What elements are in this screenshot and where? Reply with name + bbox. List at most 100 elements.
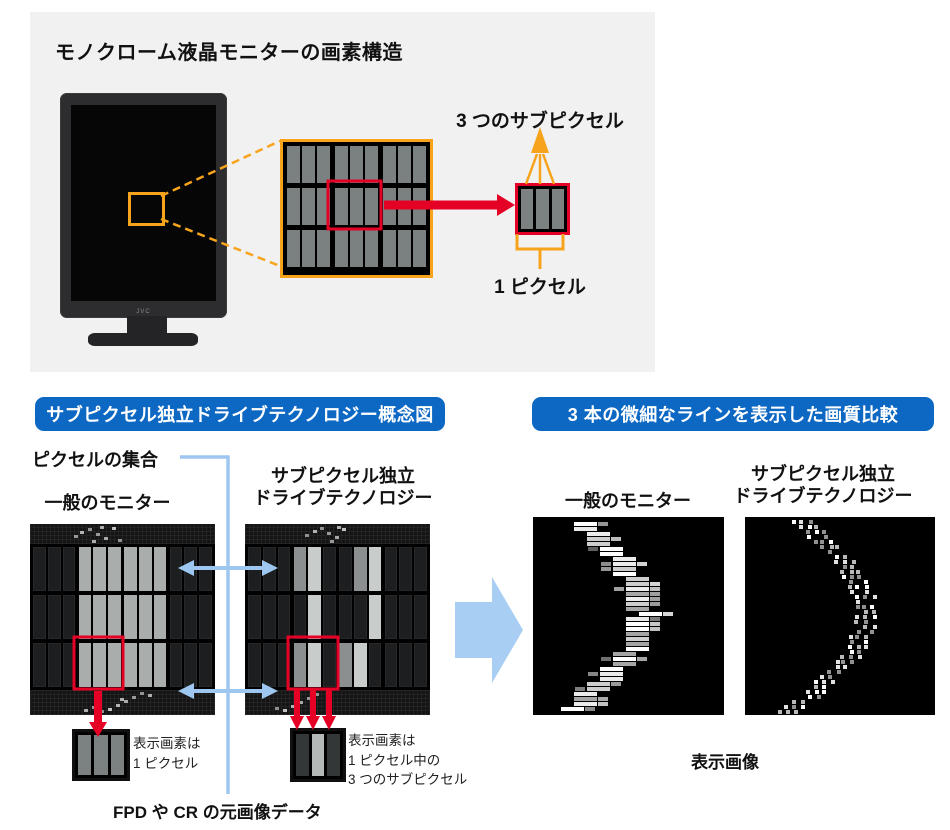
subpixel-cell (138, 643, 152, 687)
subpixel-cell (277, 643, 291, 687)
subpixel-bar (551, 189, 564, 229)
subpixel-cell (33, 595, 46, 639)
subpixel-cell (323, 595, 336, 639)
label-one-pixel: 1 ピクセル (494, 277, 586, 298)
subpixel-cell (384, 595, 398, 639)
subpixel-cell (383, 188, 396, 225)
pixel-texture-strip (245, 524, 430, 544)
subpixel-cell (317, 230, 330, 267)
caption-displayed-image: 表示画像 (691, 753, 759, 772)
subpixel-cell (78, 595, 92, 639)
result-pixel-box-subpixel (290, 728, 346, 782)
subpixel-cell (323, 643, 336, 687)
subpixel-cell (384, 643, 398, 687)
subpixel-bar (521, 189, 534, 229)
subpixel-cell (262, 595, 276, 639)
subpixel-cell (124, 643, 137, 687)
subpixel-cell (277, 595, 291, 639)
subpixel-cell (33, 643, 46, 687)
subpixel-cell (199, 547, 212, 591)
subpixel-cell (93, 595, 107, 639)
subpixel-cell (293, 643, 307, 687)
magnified-pixel-grid (280, 139, 433, 278)
pixel-texture-strip (245, 690, 430, 715)
subpixel-cell (353, 595, 367, 639)
subpixel-cell (108, 643, 121, 687)
subpixel-cell (368, 643, 382, 687)
subpixel-cell (414, 547, 427, 591)
jagged-line-image (533, 517, 724, 715)
subpixel-cell (108, 547, 121, 591)
result-pixel-box-general (72, 729, 130, 781)
subpixel-cell (277, 547, 291, 591)
subpixel-cell (413, 230, 426, 267)
subpixel-cell (399, 643, 413, 687)
comparison-section-badge: 3 本の微細なラインを表示した画質比較 (532, 397, 934, 431)
subpixel-cell (339, 643, 352, 687)
section-transition-arrow (455, 577, 523, 683)
subpixel-cell (199, 595, 212, 639)
subpixel-cell (153, 547, 167, 591)
subpixel-cell (350, 188, 363, 225)
subpixel-cell (335, 146, 348, 183)
subpixel-cell (124, 595, 137, 639)
subpixel-cell (93, 643, 107, 687)
subpixel-cell (262, 547, 276, 591)
subpixel-cell (365, 188, 378, 225)
subpixel-cell (124, 547, 137, 591)
subpixel-cell (335, 230, 348, 267)
monitor-stand-neck (127, 316, 167, 335)
subpixel-cell (138, 595, 152, 639)
subpixel-cell (350, 146, 363, 183)
subpixel-cell (335, 188, 348, 225)
subpixel-cell (350, 230, 363, 267)
subpixel-cell (169, 547, 183, 591)
concept-grid-subpixel-drive (245, 524, 430, 715)
subpixel-cell (62, 643, 76, 687)
subpixel-cell (47, 643, 61, 687)
subpixel-cell (287, 188, 300, 225)
subpixel-cell (384, 547, 398, 591)
subpixel-cell (47, 547, 61, 591)
concept-label-general-monitor: 一般のモニター (44, 493, 171, 513)
subpixel-cell (302, 188, 315, 225)
subpixel-cell (414, 595, 427, 639)
subpixel-cell (317, 188, 330, 225)
monitor-logo: JVC (136, 309, 151, 315)
subpixel-cell (383, 146, 396, 183)
label-source-image-data: FPD や CR の元画像データ (113, 803, 322, 822)
subpixel-cell (293, 547, 307, 591)
subpixel-cell (33, 547, 46, 591)
subpixel-cell (353, 547, 367, 591)
subpixel-cell (153, 595, 167, 639)
smooth-line-image (745, 517, 935, 715)
subpixel-cell (248, 643, 261, 687)
monitor-illustration: JVC (60, 93, 227, 318)
subpixel-cell (308, 595, 322, 639)
comparison-label-general-monitor: 一般のモニター (565, 491, 691, 511)
subpixel-cell (93, 547, 107, 591)
subpixel-cell (184, 643, 198, 687)
subpixel-cell (62, 595, 76, 639)
subpixel-cell (308, 547, 322, 591)
subpixel-cell (339, 595, 352, 639)
subpixel-cell (368, 547, 382, 591)
subpixel-cell (184, 547, 198, 591)
subpixel-cell (365, 146, 378, 183)
comparison-image-subpixel (745, 517, 935, 715)
subpixel-cell (169, 595, 183, 639)
subpixel-cell (108, 595, 121, 639)
subpixel-cell (399, 595, 413, 639)
subpixel-cell (302, 146, 315, 183)
subpixel-cell (262, 643, 276, 687)
subpixel-cell (287, 146, 300, 183)
subpixel-cell (398, 188, 411, 225)
subpixel-cell (248, 595, 261, 639)
subpixel-cell (47, 595, 61, 639)
one-pixel-box (515, 183, 570, 235)
subpixel-cell (153, 643, 167, 687)
subpixel-cell (184, 595, 198, 639)
subpixel-cell (398, 230, 411, 267)
subpixel-cell (323, 547, 336, 591)
subpixel-cell (308, 643, 322, 687)
